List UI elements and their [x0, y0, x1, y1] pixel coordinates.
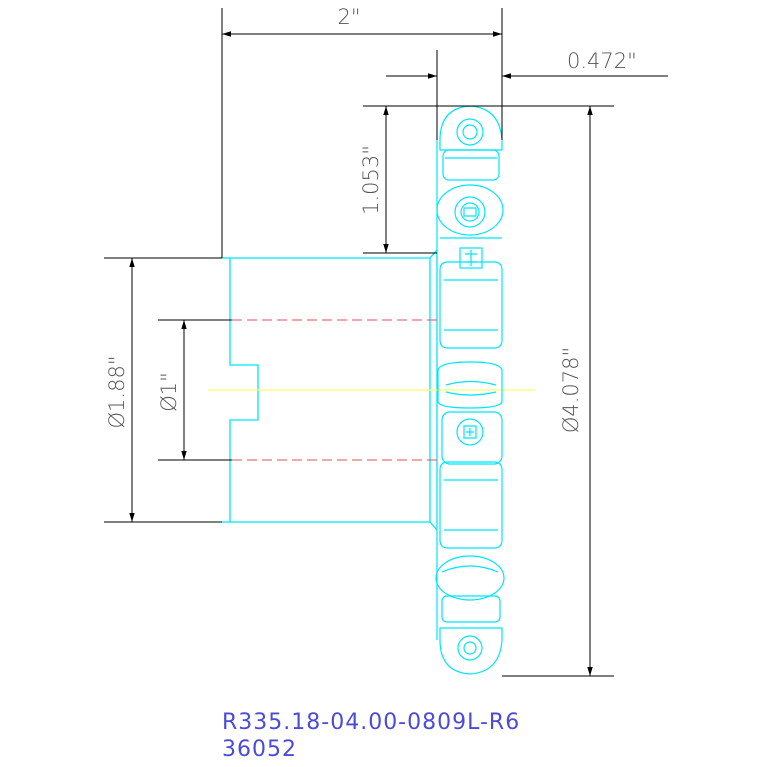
dim-cutter-diameter: Ø4.078"	[559, 347, 583, 433]
dim-insert-width: 0.472"	[567, 49, 637, 73]
dim-insert-height: 1.053"	[359, 145, 383, 215]
dim-body-diameter: Ø1.88"	[105, 356, 129, 429]
insert-stack	[435, 105, 505, 675]
bore-hidden-lines	[232, 319, 440, 461]
dim-bore-diameter: Ø1"	[157, 372, 181, 412]
part-number: R335.18-04.00-0809L-R6	[222, 710, 521, 735]
dimension-lines	[104, 8, 668, 677]
code-number: 36052	[222, 737, 297, 762]
dim-width-overall: 2"	[337, 5, 360, 29]
